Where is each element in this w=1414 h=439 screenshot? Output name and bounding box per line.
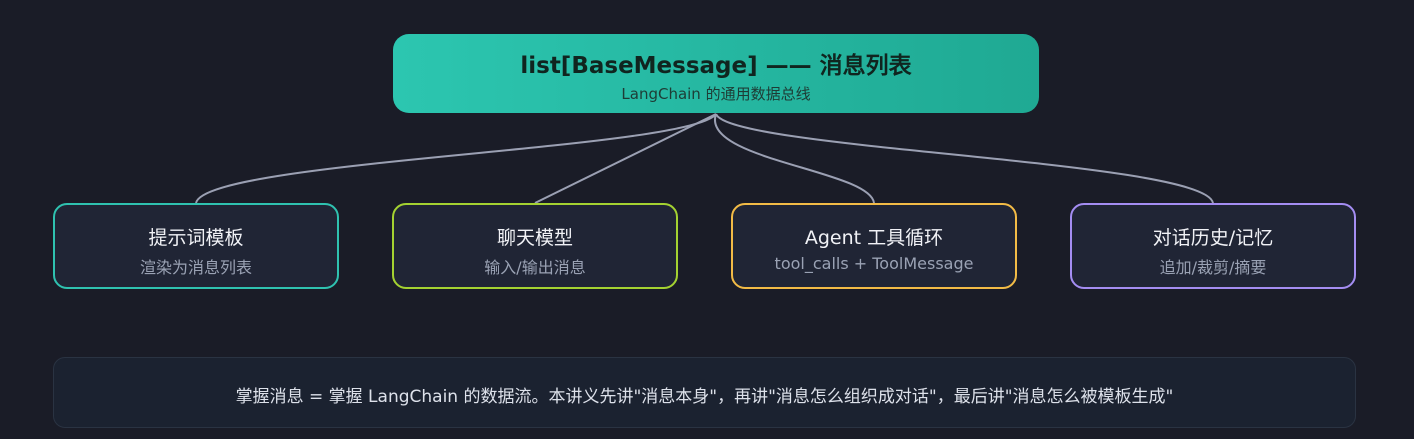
node-subtitle: 输入/输出消息 <box>484 258 586 277</box>
connector-to-agent-loop <box>714 113 875 204</box>
node-title: 提示词模板 <box>148 227 244 249</box>
hub-subtitle: LangChain 的通用数据总线 <box>621 85 811 103</box>
node-title: 聊天模型 <box>496 227 573 249</box>
node-subtitle: 渲染为消息列表 <box>139 258 252 277</box>
summary-text: 掌握消息 = 掌握 LangChain 的数据流。本讲义先讲"消息本身"，再讲"… <box>235 387 1174 407</box>
node-title: Agent 工具循环 <box>804 227 944 249</box>
connector-to-chat-model <box>534 113 717 204</box>
connector-to-prompt-template <box>195 113 717 204</box>
node-subtitle: 追加/裁剪/摘要 <box>1159 258 1267 277</box>
node-conversation-history: 对话历史/记忆 追加/裁剪/摘要 <box>1070 203 1356 289</box>
node-subtitle: tool_calls + ToolMessage <box>774 254 974 273</box>
connector-to-history <box>715 113 1214 204</box>
node-title: 对话历史/记忆 <box>1152 227 1274 249</box>
node-chat-model: 聊天模型 输入/输出消息 <box>392 203 678 289</box>
hub-title: list[BaseMessage] —— 消息列表 <box>520 53 912 79</box>
summary-note: 掌握消息 = 掌握 LangChain 的数据流。本讲义先讲"消息本身"，再讲"… <box>53 357 1356 428</box>
message-list-hub: list[BaseMessage] —— 消息列表 LangChain 的通用数… <box>393 34 1039 113</box>
node-agent-tool-loop: Agent 工具循环 tool_calls + ToolMessage <box>731 203 1017 289</box>
node-prompt-template: 提示词模板 渲染为消息列表 <box>53 203 339 289</box>
